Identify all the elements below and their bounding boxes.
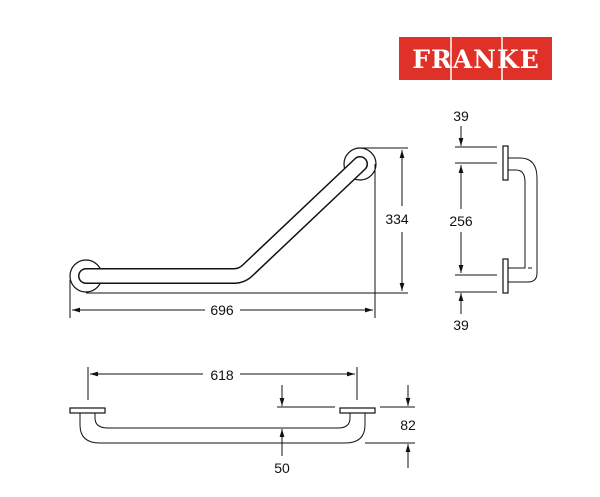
franke-logo: FRANKE <box>399 37 552 80</box>
depth-dimension: 82 <box>400 417 416 433</box>
top-offset-dimension: 39 <box>453 108 469 124</box>
tube-dimension: 50 <box>274 460 290 476</box>
top-view: 618 50 82 <box>69 367 416 476</box>
width-dimension: 696 <box>210 302 234 318</box>
spacing-dimension: 256 <box>449 213 473 229</box>
width-dimension: 618 <box>210 367 234 383</box>
side-view: 39 256 39 <box>449 108 538 333</box>
logo-text: FRANKE <box>412 45 540 74</box>
front-view: 696 334 <box>69 147 409 318</box>
bottom-offset-dimension: 39 <box>453 317 469 333</box>
height-dimension: 334 <box>385 211 409 227</box>
